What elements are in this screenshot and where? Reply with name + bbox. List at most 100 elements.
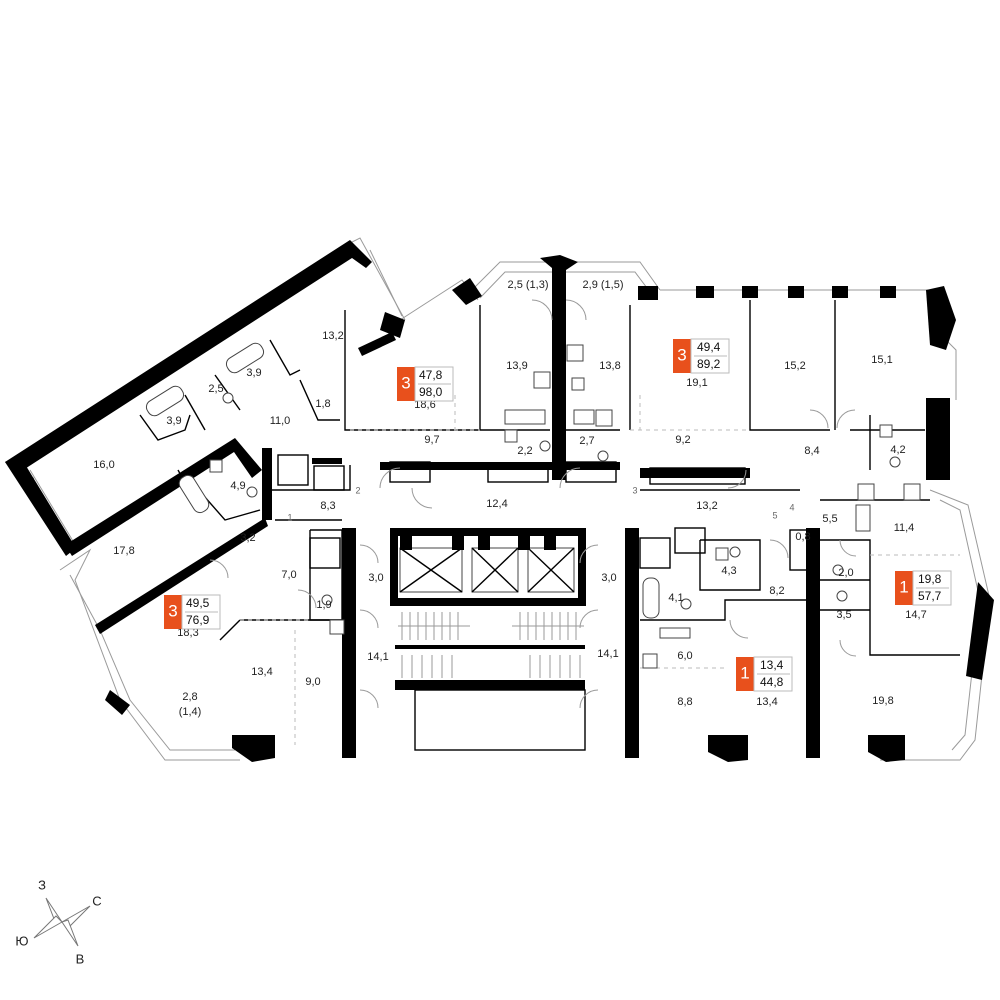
elevator-icon [399,547,463,593]
room-area: 4,2 [890,444,905,456]
door-number: 4 [789,502,794,512]
room-area: 9,2 [675,434,690,446]
room-area: 2,8 [182,691,197,703]
room-area: 13,4 [251,666,272,678]
room-area: 8,4 [804,445,819,457]
room-area: 18,3 [177,627,198,639]
bathtub-icon [642,577,660,619]
staircase-icon [398,612,584,678]
zone-dash-lines [240,395,960,745]
apartment-total-area: 89,2 [697,357,721,371]
stove-icon [533,371,551,389]
room-area: 3,0 [601,572,616,584]
apartment-badge[interactable]: 3 49,4 89,2 [673,338,730,374]
apartment-badge[interactable]: 1 19,8 57,7 [895,570,952,606]
apartment-total-area: 44,8 [760,675,784,689]
room-area: 2,7 [579,435,594,447]
room-area: 6,0 [677,650,692,662]
toilet-icon [222,392,234,404]
toilet-icon [680,598,692,610]
room-area: 12,4 [486,498,507,510]
toilet-icon [246,486,258,498]
room-area: 2,5 (1,3) [508,279,549,291]
room-area: 13,2 [322,330,343,342]
apartment-rooms: 1 [899,577,908,596]
sink-icon [879,424,893,438]
toilet-icon [836,590,848,602]
apartment-total-area: 57,7 [918,589,942,603]
bathtub-icon [145,385,185,417]
compass-south-label: В [76,951,85,966]
elevator-icon [527,547,575,593]
room-area: 9,0 [305,676,320,688]
door-numbers: 1 2 3 4 5 [287,485,794,522]
room-area: 14,1 [367,651,388,663]
apartment-badge[interactable]: 1 13,4 44,8 [736,656,793,692]
room-area: 8,2 [769,585,784,597]
apartment-badge[interactable]: 3 47,8 98,0 [397,366,454,402]
toilet-icon [597,450,609,462]
room-area: 2,9 (1,5) [583,279,624,291]
stove-icon [857,483,875,501]
room-area: 19,1 [686,377,707,389]
toilet-icon [321,594,333,606]
room-area: 15,2 [784,360,805,372]
room-area: 16,0 [93,459,114,471]
compass-west-label: Ю [15,933,28,948]
room-area: 3,0 [368,572,383,584]
room-area: 4,3 [721,565,736,577]
door-number: 5 [772,510,777,520]
sink-icon [715,547,729,561]
room-area: 14,1 [597,648,618,660]
apartment-rooms: 1 [740,663,749,682]
apartment-total-area: 98,0 [419,385,443,399]
room-area: 17,8 [113,545,134,557]
room-area: 8,8 [677,696,692,708]
apartment-total-area: 76,9 [186,613,210,627]
room-area: 2,2 [517,445,532,457]
room-area: (1,4) [179,706,202,718]
door-swings [209,299,857,709]
bathtub-icon [225,342,265,374]
fixtures [145,342,921,669]
sink-icon [571,377,585,391]
room-area: 5,5 [822,513,837,525]
room-area: 13,8 [599,360,620,372]
room-area: 11,0 [270,415,291,427]
apartment-living-area: 49,5 [186,596,210,610]
stove-icon [595,409,613,427]
door-number: 2 [355,485,360,495]
apartment-rooms: 3 [677,345,686,364]
room-area: 2,5 [208,383,223,395]
exterior-walls [5,240,994,762]
room-area: 13,4 [756,696,777,708]
apartment-living-area: 13,4 [760,658,784,672]
stove-icon [642,653,658,669]
apartment-badge[interactable]: 3 49,5 76,9 [164,594,221,630]
room-area: 3,9 [246,367,261,379]
room-area: 4,1 [668,592,683,604]
room-area: 4,9 [230,480,245,492]
apartment-rooms: 3 [168,601,177,620]
room-area: 3,2 [240,532,255,544]
room-area: 14,7 [905,609,926,621]
toilet-icon [889,456,901,468]
room-area: 2,0 [838,567,853,579]
compass-north-label: З [38,877,46,892]
room-area: 7,0 [281,569,296,581]
stove-icon [329,619,345,635]
toilet-icon [539,440,551,452]
room-area: 18,6 [414,399,435,411]
elevator-icon [471,547,519,593]
apartment-living-area: 19,8 [918,572,942,586]
apartment-living-area: 49,4 [697,340,721,354]
room-area: 11,4 [894,522,915,534]
bathtub-icon [178,474,210,514]
room-area: 1,9 [316,599,331,611]
room-area: 0,8 [795,531,810,543]
apartment-living-area: 47,8 [419,368,443,382]
compass-icon: З С В Ю [15,877,101,966]
room-area: 3,5 [836,609,851,621]
stove-icon [566,344,584,362]
